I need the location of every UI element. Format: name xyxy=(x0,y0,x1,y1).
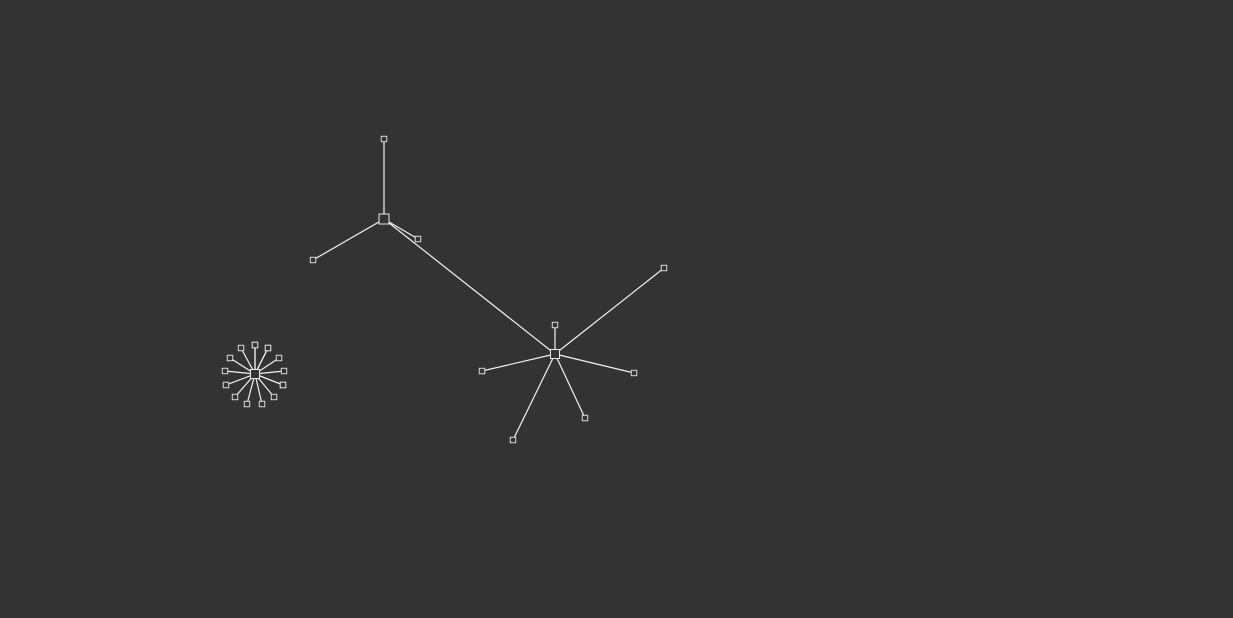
nodes-layer xyxy=(221,135,668,444)
leaf-node-c7[interactable] xyxy=(258,400,266,408)
leaf-node-c15[interactable] xyxy=(264,344,272,352)
leaf-node-c9[interactable] xyxy=(231,393,239,401)
edge-b0-b4 xyxy=(554,353,635,374)
leaf-node-c8[interactable] xyxy=(243,400,251,408)
edge-b0-b3 xyxy=(481,353,556,372)
leaf-node-c13[interactable] xyxy=(237,344,245,352)
edge-b0-b6 xyxy=(512,353,556,441)
edge-a0-b0 xyxy=(383,218,556,355)
leaf-node-c11[interactable] xyxy=(221,367,229,375)
leaf-node-a2[interactable] xyxy=(309,256,317,264)
hub-node-a0[interactable] xyxy=(378,213,390,225)
leaf-node-b3[interactable] xyxy=(478,367,486,375)
leaf-node-c12[interactable] xyxy=(226,354,234,362)
leaf-node-b6[interactable] xyxy=(509,436,517,444)
edges-layer xyxy=(224,139,665,441)
leaf-node-b2[interactable] xyxy=(660,264,668,272)
leaf-node-b1[interactable] xyxy=(551,321,559,329)
leaf-node-c3[interactable] xyxy=(275,354,283,362)
leaf-node-a3[interactable] xyxy=(414,235,422,243)
leaf-node-a1[interactable] xyxy=(380,135,388,143)
leaf-node-c4[interactable] xyxy=(280,367,288,375)
leaf-node-b4[interactable] xyxy=(630,369,638,377)
leaf-node-c14[interactable] xyxy=(251,341,259,349)
leaf-node-c10[interactable] xyxy=(222,381,230,389)
leaf-node-c16[interactable] xyxy=(279,381,287,389)
edge-a0-a3 xyxy=(383,218,419,240)
leaf-node-c6[interactable] xyxy=(270,393,278,401)
edge-a0-a2 xyxy=(312,218,385,261)
leaf-node-b5[interactable] xyxy=(581,414,589,422)
edge-b0-b5 xyxy=(554,353,586,419)
hub-node-b0[interactable] xyxy=(550,349,560,359)
edge-b0-b2 xyxy=(554,267,665,355)
hub-node-c0[interactable] xyxy=(250,369,260,379)
